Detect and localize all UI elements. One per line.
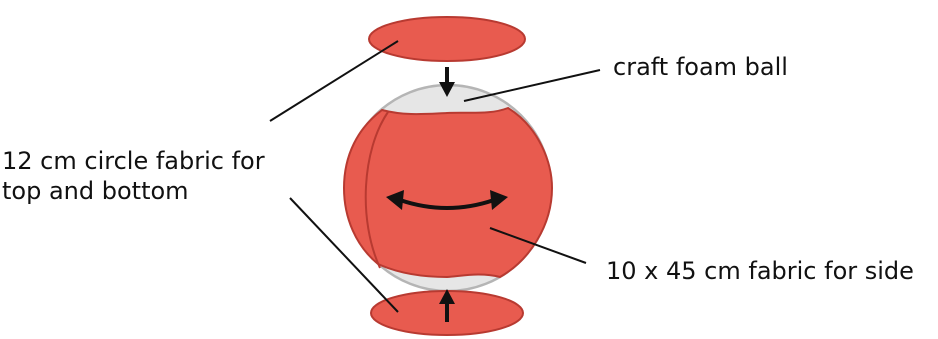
leader-line-bottom-circle (289, 197, 399, 313)
label-circle-fabric-line2: top and bottom (2, 177, 189, 205)
leader-lines (269, 40, 601, 313)
label-craft-foam-ball: craft foam ball (613, 53, 788, 81)
leader-line-top-circle (269, 40, 399, 122)
label-circle-fabric: 12 cm circle fabric for top and bottom (2, 146, 265, 206)
wrap-direction-arrow-icon (386, 190, 508, 210)
label-side-fabric: 10 x 45 cm fabric for side (606, 257, 914, 285)
label-circle-fabric-line1: 12 cm circle fabric for (2, 147, 265, 175)
side-fabric (342, 106, 554, 279)
down-arrow-icon (439, 67, 455, 97)
top-circle-fabric (368, 16, 526, 62)
leader-line-side-fabric (489, 227, 587, 264)
leader-line-craft-foam-ball (463, 69, 601, 102)
up-arrow-icon (439, 289, 455, 322)
